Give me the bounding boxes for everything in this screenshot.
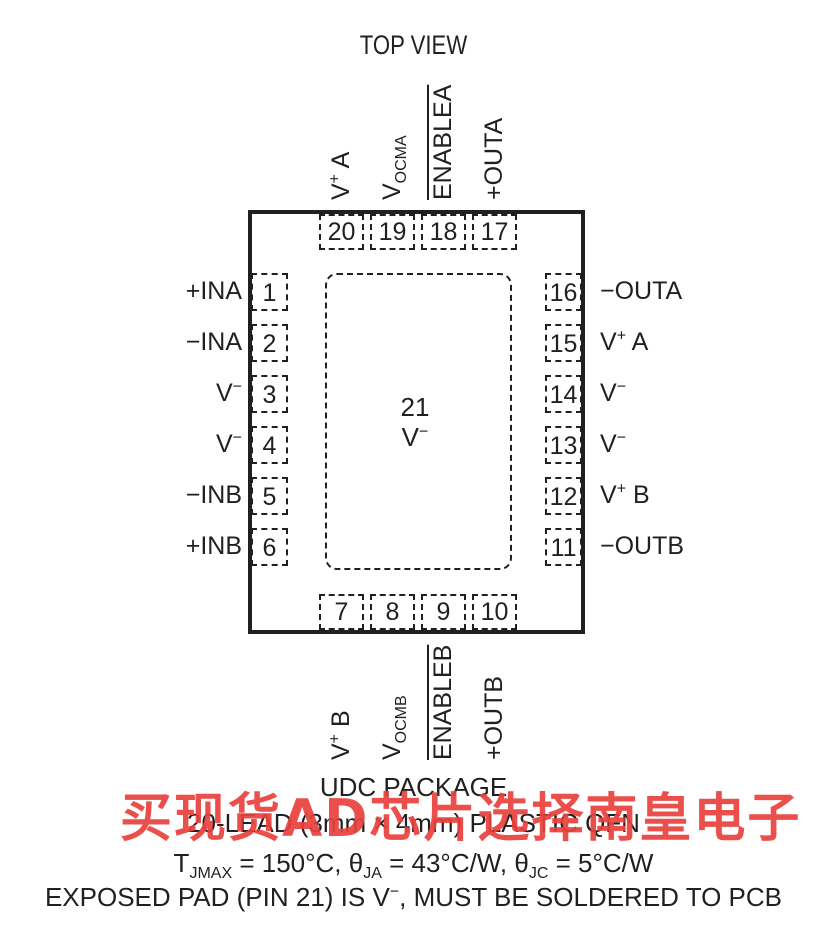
pin-17-label: +OUTA — [480, 117, 508, 200]
package-name: UDC PACKAGE — [319, 772, 508, 802]
pin-11-label: −OUTB — [600, 532, 685, 560]
package-outline — [248, 210, 585, 634]
pin-5-pad: 5 — [251, 477, 288, 515]
pin-8-label: VOCMB — [378, 695, 410, 760]
pin-3-label: V− — [215, 379, 242, 408]
pin-17-pad: 17 — [472, 214, 517, 250]
pin-10-pad: 10 — [472, 594, 517, 630]
exposed-pad — [325, 273, 512, 570]
pin-12-pad: 12 — [545, 477, 582, 515]
pin-14-label: V− — [600, 379, 627, 408]
pin-8-pad: 8 — [370, 594, 415, 630]
pin-5-label: −INB — [185, 481, 242, 509]
thermal-specs: TJMAX = 150°C, θJA = 43°C/W, θJC = 5°C/W — [173, 848, 654, 883]
pin-16-pad: 16 — [545, 273, 582, 311]
pin-11-pad: 11 — [545, 528, 582, 566]
pin-9-pad: 9 — [421, 594, 466, 630]
pin-15-label: V+ A — [600, 328, 649, 357]
pin-10-label: +OUTB — [480, 675, 508, 760]
exposed-pad-note: EXPOSED PAD (PIN 21) IS V−, MUST BE SOLD… — [44, 882, 783, 912]
pin-18-pad: 18 — [421, 214, 466, 250]
pin-20-pad: 20 — [319, 214, 364, 250]
pin-7-pad: 7 — [319, 594, 364, 630]
pin-16-label: −OUTA — [600, 277, 683, 305]
pin-2-pad: 2 — [251, 324, 288, 362]
pin-6-pad: 6 — [251, 528, 288, 566]
exposed-pad-number: 21 — [400, 392, 430, 422]
pin-2-label: −INA — [185, 328, 242, 356]
pin-6-label: +INB — [185, 532, 242, 560]
pin-13-pad: 13 — [545, 426, 582, 464]
pin-3-pad: 3 — [251, 375, 288, 413]
pin-1-label: +INA — [185, 277, 242, 305]
pin-7-label: V+ B — [327, 710, 356, 760]
watermark: 买现货AD芯片选择南皇电子 — [120, 789, 802, 849]
exposed-pad-label: V− — [401, 422, 429, 452]
package-description: 20-LEAD (3mm × 4mm) PLASTIC QFN — [187, 808, 640, 838]
pin-12-label: V+ B — [600, 481, 650, 510]
pin-14-pad: 14 — [545, 375, 582, 413]
pin-4-label: V− — [215, 430, 242, 459]
pin-20-label: V+ A — [327, 151, 356, 200]
pin-9-label: ENABLEB — [429, 644, 457, 760]
pin-4-pad: 4 — [251, 426, 288, 464]
pin-18-label: ENABLEA — [429, 84, 457, 200]
view-title: TOP VIEW — [359, 30, 468, 60]
pin-13-label: V− — [600, 430, 627, 459]
pin-19-pad: 19 — [370, 214, 415, 250]
pin-19-label: VOCMA — [378, 135, 410, 200]
pin-1-pad: 1 — [251, 273, 288, 311]
pin-15-pad: 15 — [545, 324, 582, 362]
